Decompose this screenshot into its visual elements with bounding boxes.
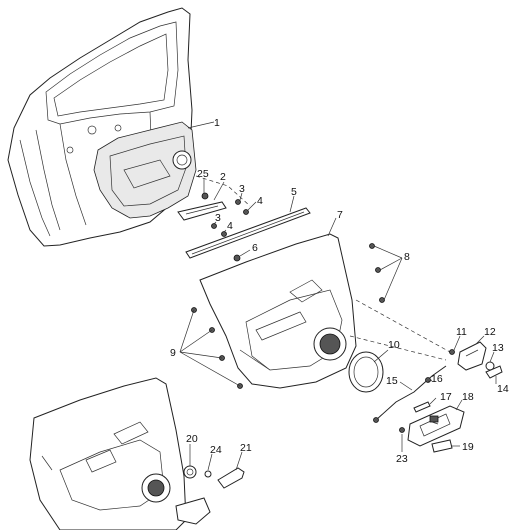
callout-13: 13 — [492, 342, 504, 354]
callout-25: 25 — [197, 168, 209, 180]
trim-retainers-8 — [369, 243, 385, 303]
callout-5: 5 — [291, 186, 297, 198]
callout-4b: 4 — [227, 220, 233, 232]
callout-7: 7 — [337, 209, 343, 221]
callout-6: 6 — [252, 242, 258, 254]
callout-24: 24 — [210, 444, 222, 456]
door-module-panel — [93, 121, 197, 219]
lower-grille — [175, 497, 211, 525]
leader-lines — [179, 121, 497, 471]
speaker-ring — [348, 351, 384, 393]
callout-16: 16 — [431, 373, 443, 385]
callout-3b: 3 — [215, 212, 221, 224]
callout-12: 12 — [484, 326, 496, 338]
callout-3a: 3 — [239, 183, 245, 195]
callout-10: 10 — [388, 339, 400, 351]
callout-14: 14 — [497, 383, 509, 395]
clip-part-6 — [233, 254, 241, 262]
assembled-door-trim — [29, 377, 187, 530]
callout-23: 23 — [396, 453, 408, 465]
callout-15: 15 — [386, 375, 398, 387]
connector-part-19 — [431, 439, 453, 453]
callout-4a: 4 — [257, 195, 263, 207]
handle-bracket — [177, 192, 227, 221]
callout-8: 8 — [404, 251, 410, 263]
release-cable — [375, 365, 447, 421]
callout-labels: 1 2 3 3 4 4 5 6 7 8 9 10 11 12 13 14 15 … — [170, 117, 509, 465]
fasteners-3-4 — [211, 199, 249, 237]
clip-part-16 — [413, 401, 431, 413]
callout-18: 18 — [462, 391, 474, 403]
handle-rod-21 — [217, 467, 245, 489]
inside-handle-assembly — [449, 341, 503, 379]
callout-2: 2 — [220, 171, 226, 183]
callout-17: 17 — [440, 391, 452, 403]
callout-1: 1 — [214, 117, 220, 129]
callout-20: 20 — [186, 433, 198, 445]
window-switch-panel — [407, 405, 465, 447]
clip-part-24 — [204, 470, 212, 478]
callout-19: 19 — [462, 441, 474, 453]
callout-11: 11 — [456, 326, 467, 338]
callout-9: 9 — [170, 347, 176, 359]
belt-sealing-strip — [185, 207, 311, 259]
bezel-ring-20 — [183, 465, 197, 479]
callout-21: 21 — [240, 442, 252, 454]
door-trim-panel — [199, 233, 357, 389]
